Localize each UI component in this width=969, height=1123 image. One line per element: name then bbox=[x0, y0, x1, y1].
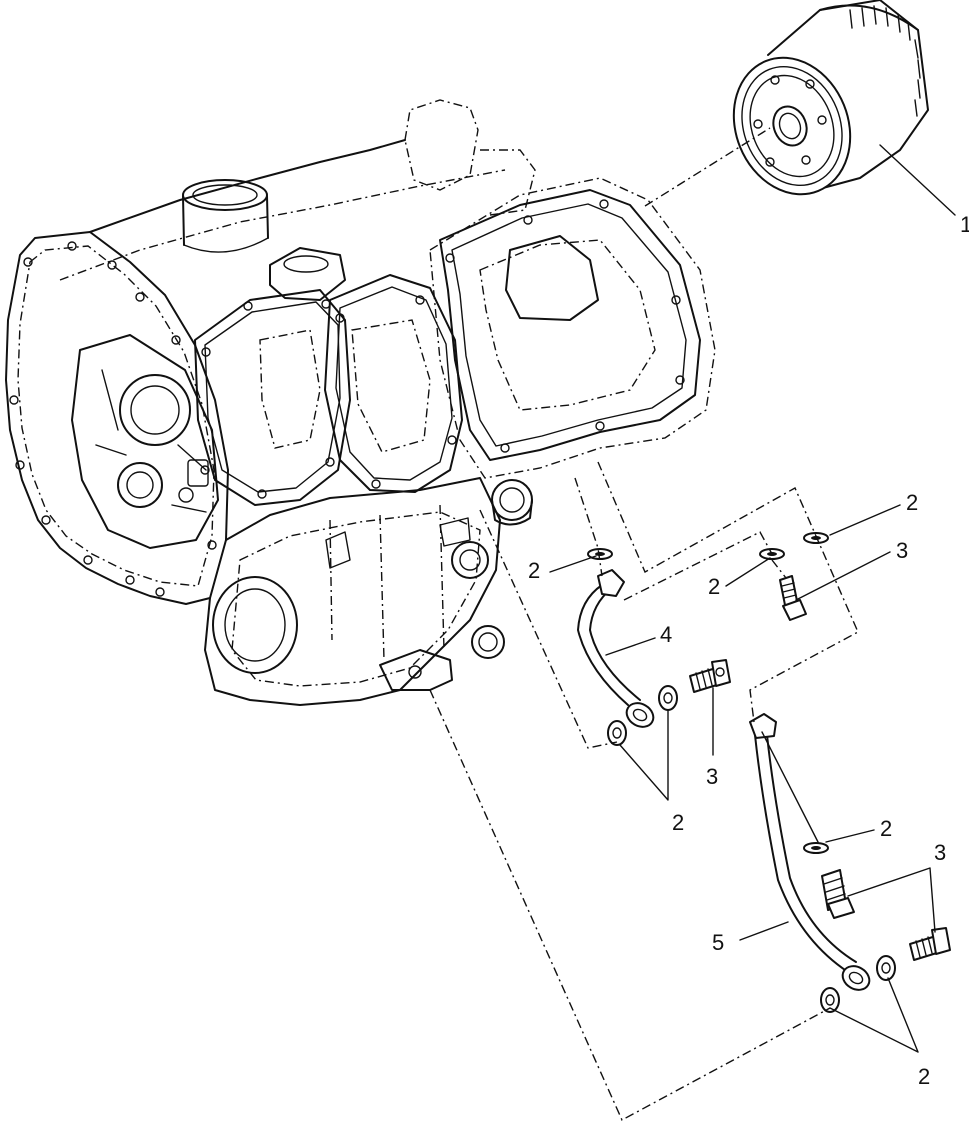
washer bbox=[607, 720, 627, 746]
oil-filter bbox=[732, 0, 929, 196]
callout-oil-line-upper: 4 bbox=[660, 622, 672, 647]
banjo-bolt bbox=[779, 575, 807, 621]
washer bbox=[658, 685, 678, 711]
sealing-washers bbox=[587, 532, 896, 1013]
callout-washer: 2 bbox=[918, 1064, 930, 1089]
washer bbox=[803, 842, 829, 854]
callout-bolt: 3 bbox=[706, 764, 718, 789]
banjo-bolt bbox=[689, 659, 731, 693]
washer bbox=[876, 955, 896, 981]
banjo-bolt bbox=[821, 869, 855, 919]
washer bbox=[759, 548, 785, 560]
engine-crankcase bbox=[5, 99, 716, 706]
callout-labels: 1 2 2 2 2 2 2 3 3 3 4 5 bbox=[528, 212, 969, 1089]
callout-oil-line-lower: 5 bbox=[712, 930, 724, 955]
banjo-bolt bbox=[909, 927, 951, 961]
callout-washer: 2 bbox=[528, 558, 540, 583]
washer bbox=[803, 532, 829, 544]
washer bbox=[820, 987, 840, 1013]
oil-line-lower bbox=[749, 713, 871, 991]
oil-line-upper bbox=[577, 569, 655, 728]
callout-washer: 2 bbox=[906, 490, 918, 515]
assembly-center-lines bbox=[429, 127, 859, 1121]
callout-washer: 2 bbox=[880, 816, 892, 841]
leader-lines bbox=[549, 144, 956, 1053]
callout-washer: 2 bbox=[708, 574, 720, 599]
callout-filter: 1 bbox=[960, 212, 969, 237]
callout-washer: 2 bbox=[672, 810, 684, 835]
callout-bolt: 3 bbox=[934, 840, 946, 865]
callout-bolt: 3 bbox=[896, 538, 908, 563]
